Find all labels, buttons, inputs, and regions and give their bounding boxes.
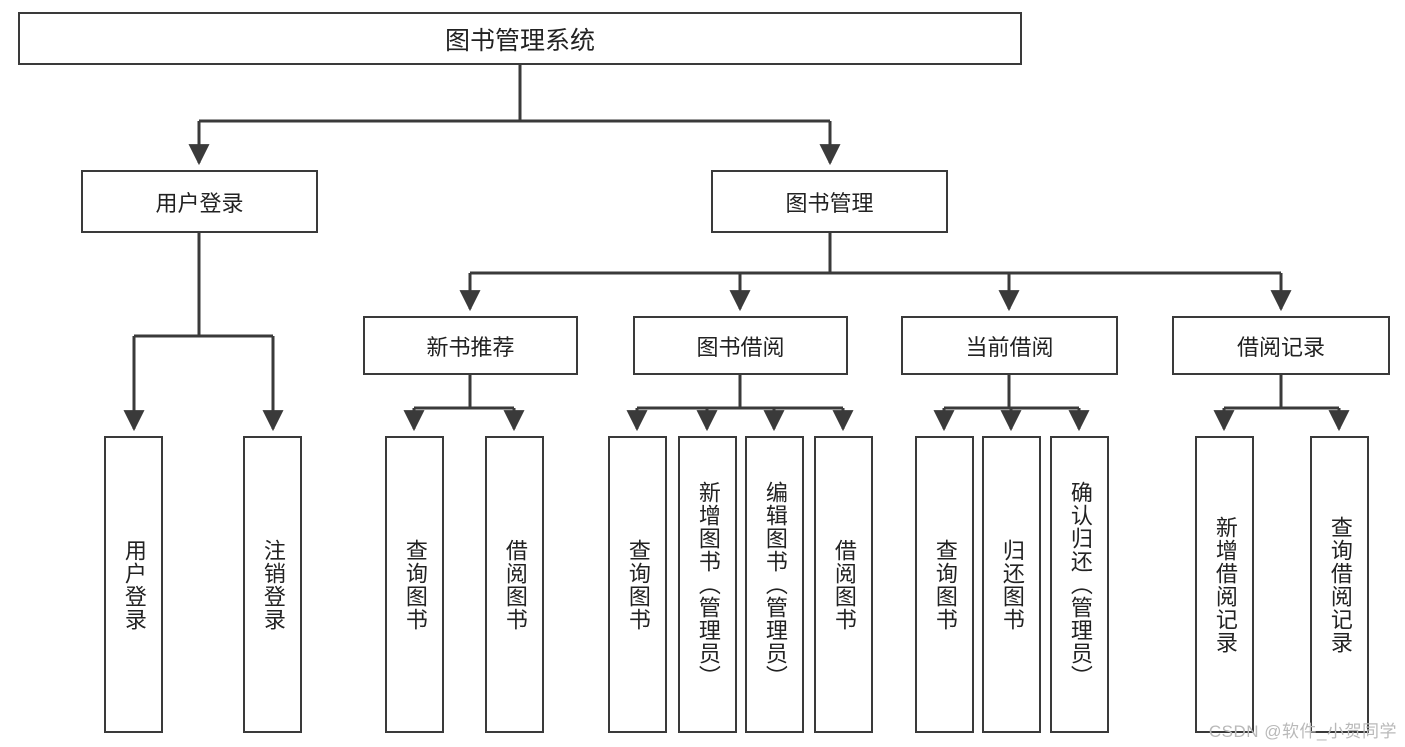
- node-root[interactable]: 图书管理系统: [18, 12, 1022, 65]
- leaf-label: 新增借阅记录: [1212, 515, 1238, 654]
- leaf-label: 查询图书: [402, 538, 428, 631]
- node-new-book-rec-label: 新书推荐: [426, 334, 515, 360]
- node-borrow-record-label: 借阅记录: [1236, 334, 1325, 360]
- leaf-label: 查询借阅记录: [1327, 515, 1353, 654]
- node-borrow-record[interactable]: 借阅记录: [1172, 316, 1390, 375]
- leaf-label: 确认归还（管理员）: [1067, 481, 1093, 688]
- leaf-label: 查询图书: [625, 538, 651, 631]
- node-root-label: 图书管理系统: [444, 26, 595, 55]
- leaf-label: 注销登录: [260, 538, 286, 631]
- node-new-book-rec[interactable]: 新书推荐: [363, 316, 578, 375]
- node-book-manage-label: 图书管理: [785, 190, 874, 216]
- leaf-label: 借阅图书: [831, 538, 857, 631]
- node-leaf-add-record[interactable]: 新增借阅记录: [1195, 436, 1254, 733]
- node-leaf-add-book[interactable]: 新增图书（管理员）: [678, 436, 737, 733]
- node-leaf-edit-book[interactable]: 编辑图书（管理员）: [745, 436, 804, 733]
- leaf-label: 查询图书: [932, 538, 958, 631]
- leaf-label: 编辑图书（管理员）: [762, 481, 788, 688]
- node-book-borrow-label: 图书借阅: [696, 334, 785, 360]
- csdn-watermark: CSDN @软件_小贺同学: [1208, 722, 1397, 741]
- node-user-login[interactable]: 用户登录: [81, 170, 318, 233]
- leaf-label: 借阅图书: [502, 538, 528, 631]
- node-book-manage[interactable]: 图书管理: [711, 170, 948, 233]
- node-leaf-query-book-2[interactable]: 查询图书: [608, 436, 667, 733]
- node-leaf-confirm-return[interactable]: 确认归还（管理员）: [1050, 436, 1109, 733]
- leaf-label: 归还图书: [999, 538, 1025, 631]
- node-leaf-query-book-1[interactable]: 查询图书: [385, 436, 444, 733]
- leaf-label: 用户登录: [121, 538, 147, 631]
- node-leaf-borrow-book-2[interactable]: 借阅图书: [814, 436, 873, 733]
- node-leaf-query-record[interactable]: 查询借阅记录: [1310, 436, 1369, 733]
- node-leaf-return-book[interactable]: 归还图书: [982, 436, 1041, 733]
- node-leaf-borrow-book-1[interactable]: 借阅图书: [485, 436, 544, 733]
- node-book-borrow[interactable]: 图书借阅: [633, 316, 848, 375]
- node-current-borrow-label: 当前借阅: [965, 334, 1054, 360]
- node-leaf-user-login[interactable]: 用户登录: [104, 436, 163, 733]
- node-user-login-label: 用户登录: [155, 190, 244, 216]
- node-leaf-user-logout[interactable]: 注销登录: [243, 436, 302, 733]
- node-leaf-query-book-3[interactable]: 查询图书: [915, 436, 974, 733]
- node-current-borrow[interactable]: 当前借阅: [901, 316, 1118, 375]
- leaf-label: 新增图书（管理员）: [695, 481, 721, 688]
